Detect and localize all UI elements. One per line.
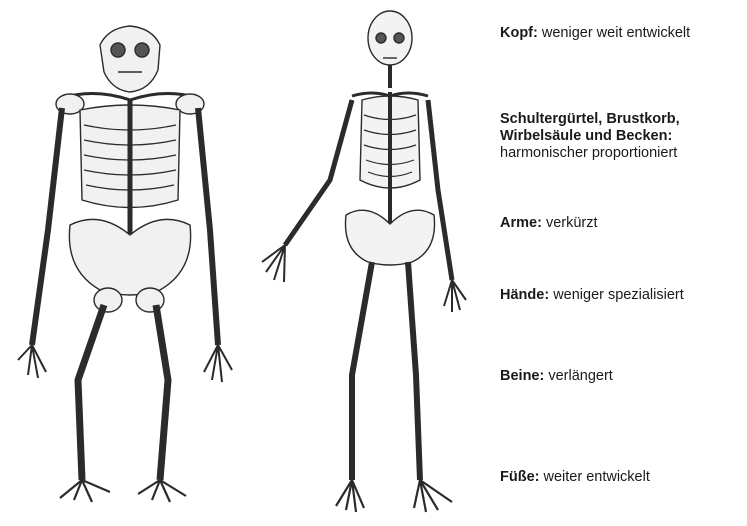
label-beine-term: Beine:	[500, 368, 544, 384]
label-arme: Arme: verkürzt	[500, 215, 598, 232]
label-rumpf-desc: harmonischer proportioniert	[500, 145, 680, 162]
label-kopf: Kopf: weniger weit entwickelt	[500, 25, 690, 42]
label-fuesse: Füße: weiter entwickelt	[500, 469, 650, 486]
label-kopf-term: Kopf:	[500, 25, 538, 41]
label-rumpf-term-line1: Schultergürtel, Brustkorb,	[500, 111, 680, 127]
label-fuesse-desc: weiter entwickelt	[544, 469, 650, 485]
label-rumpf-term-line2: Wirbelsäule und Becken:	[500, 128, 672, 144]
label-haende-term: Hände:	[500, 287, 549, 303]
label-rumpf: Schultergürtel, Brustkorb, Wirbelsäule u…	[500, 111, 680, 162]
label-fuesse-term: Füße:	[500, 469, 539, 485]
label-haende: Hände: weniger spezialisiert	[500, 287, 684, 304]
label-beine-desc: verlängert	[548, 368, 612, 384]
label-arme-desc: verkürzt	[546, 215, 598, 231]
label-haende-desc: weniger spezialisiert	[553, 287, 684, 303]
label-kopf-desc: weniger weit entwickelt	[542, 25, 690, 41]
label-arme-term: Arme:	[500, 215, 542, 231]
label-beine: Beine: verlängert	[500, 368, 613, 385]
